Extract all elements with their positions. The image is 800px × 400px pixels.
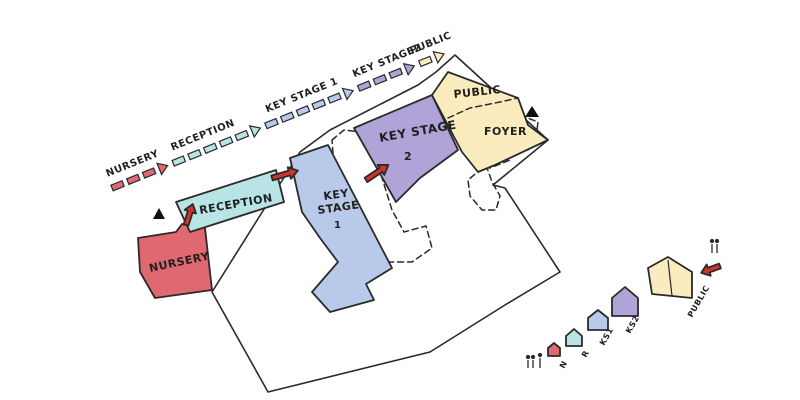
zone-label-ks1-line2: STAGE <box>317 198 361 217</box>
site-boundary <box>211 54 561 393</box>
house-icon <box>547 342 561 357</box>
zone-label-ks1-line1: KEY <box>323 186 351 202</box>
house-icon <box>587 309 609 331</box>
scale-key: N R KS1 KS2 PUBLIC <box>525 238 722 370</box>
house-icon <box>611 286 639 317</box>
entrance-triangle-icon <box>525 106 539 117</box>
progression-arrow-ks1 <box>264 87 355 130</box>
entrance-triangle-icon <box>153 208 165 219</box>
people-icon <box>709 238 720 253</box>
people-icon <box>525 352 543 368</box>
entry-arrow-icon <box>182 203 197 227</box>
zone-key-stage-2 <box>353 94 459 203</box>
zone-key-stage-1 <box>289 144 393 313</box>
zone-label-public: PUBLIC <box>453 83 502 101</box>
scale-label-n: N <box>558 359 569 370</box>
progression-arrow-public <box>417 50 445 68</box>
progression-label-public: PUBLIC <box>409 30 453 57</box>
progression-label-reception: RECEPTION <box>169 118 236 154</box>
zone-public-foyer <box>431 71 549 173</box>
entry-arrow-icon <box>700 262 722 277</box>
entry-arrow-icon <box>363 164 390 183</box>
scale-label-r: R <box>580 349 591 359</box>
zone-nursery <box>137 223 213 299</box>
zone-label-ks2-line2: 2 <box>404 150 412 163</box>
zone-label-foyer: FOYER <box>484 125 527 138</box>
entry-arrow-icon <box>270 166 299 182</box>
flow-arrows <box>182 164 390 227</box>
house-icon <box>565 328 583 347</box>
house-divider <box>667 259 673 297</box>
zone-label-ks1-line3: 1 <box>334 220 341 231</box>
public-foyer-divider <box>447 97 519 119</box>
progression-arrow-nursery <box>110 162 169 192</box>
dashed-play-area <box>467 163 501 211</box>
scale-label-ks2: KS2 <box>624 314 641 335</box>
progression-arrow-ks2 <box>356 62 416 92</box>
progression-arrow-reception <box>171 125 262 167</box>
